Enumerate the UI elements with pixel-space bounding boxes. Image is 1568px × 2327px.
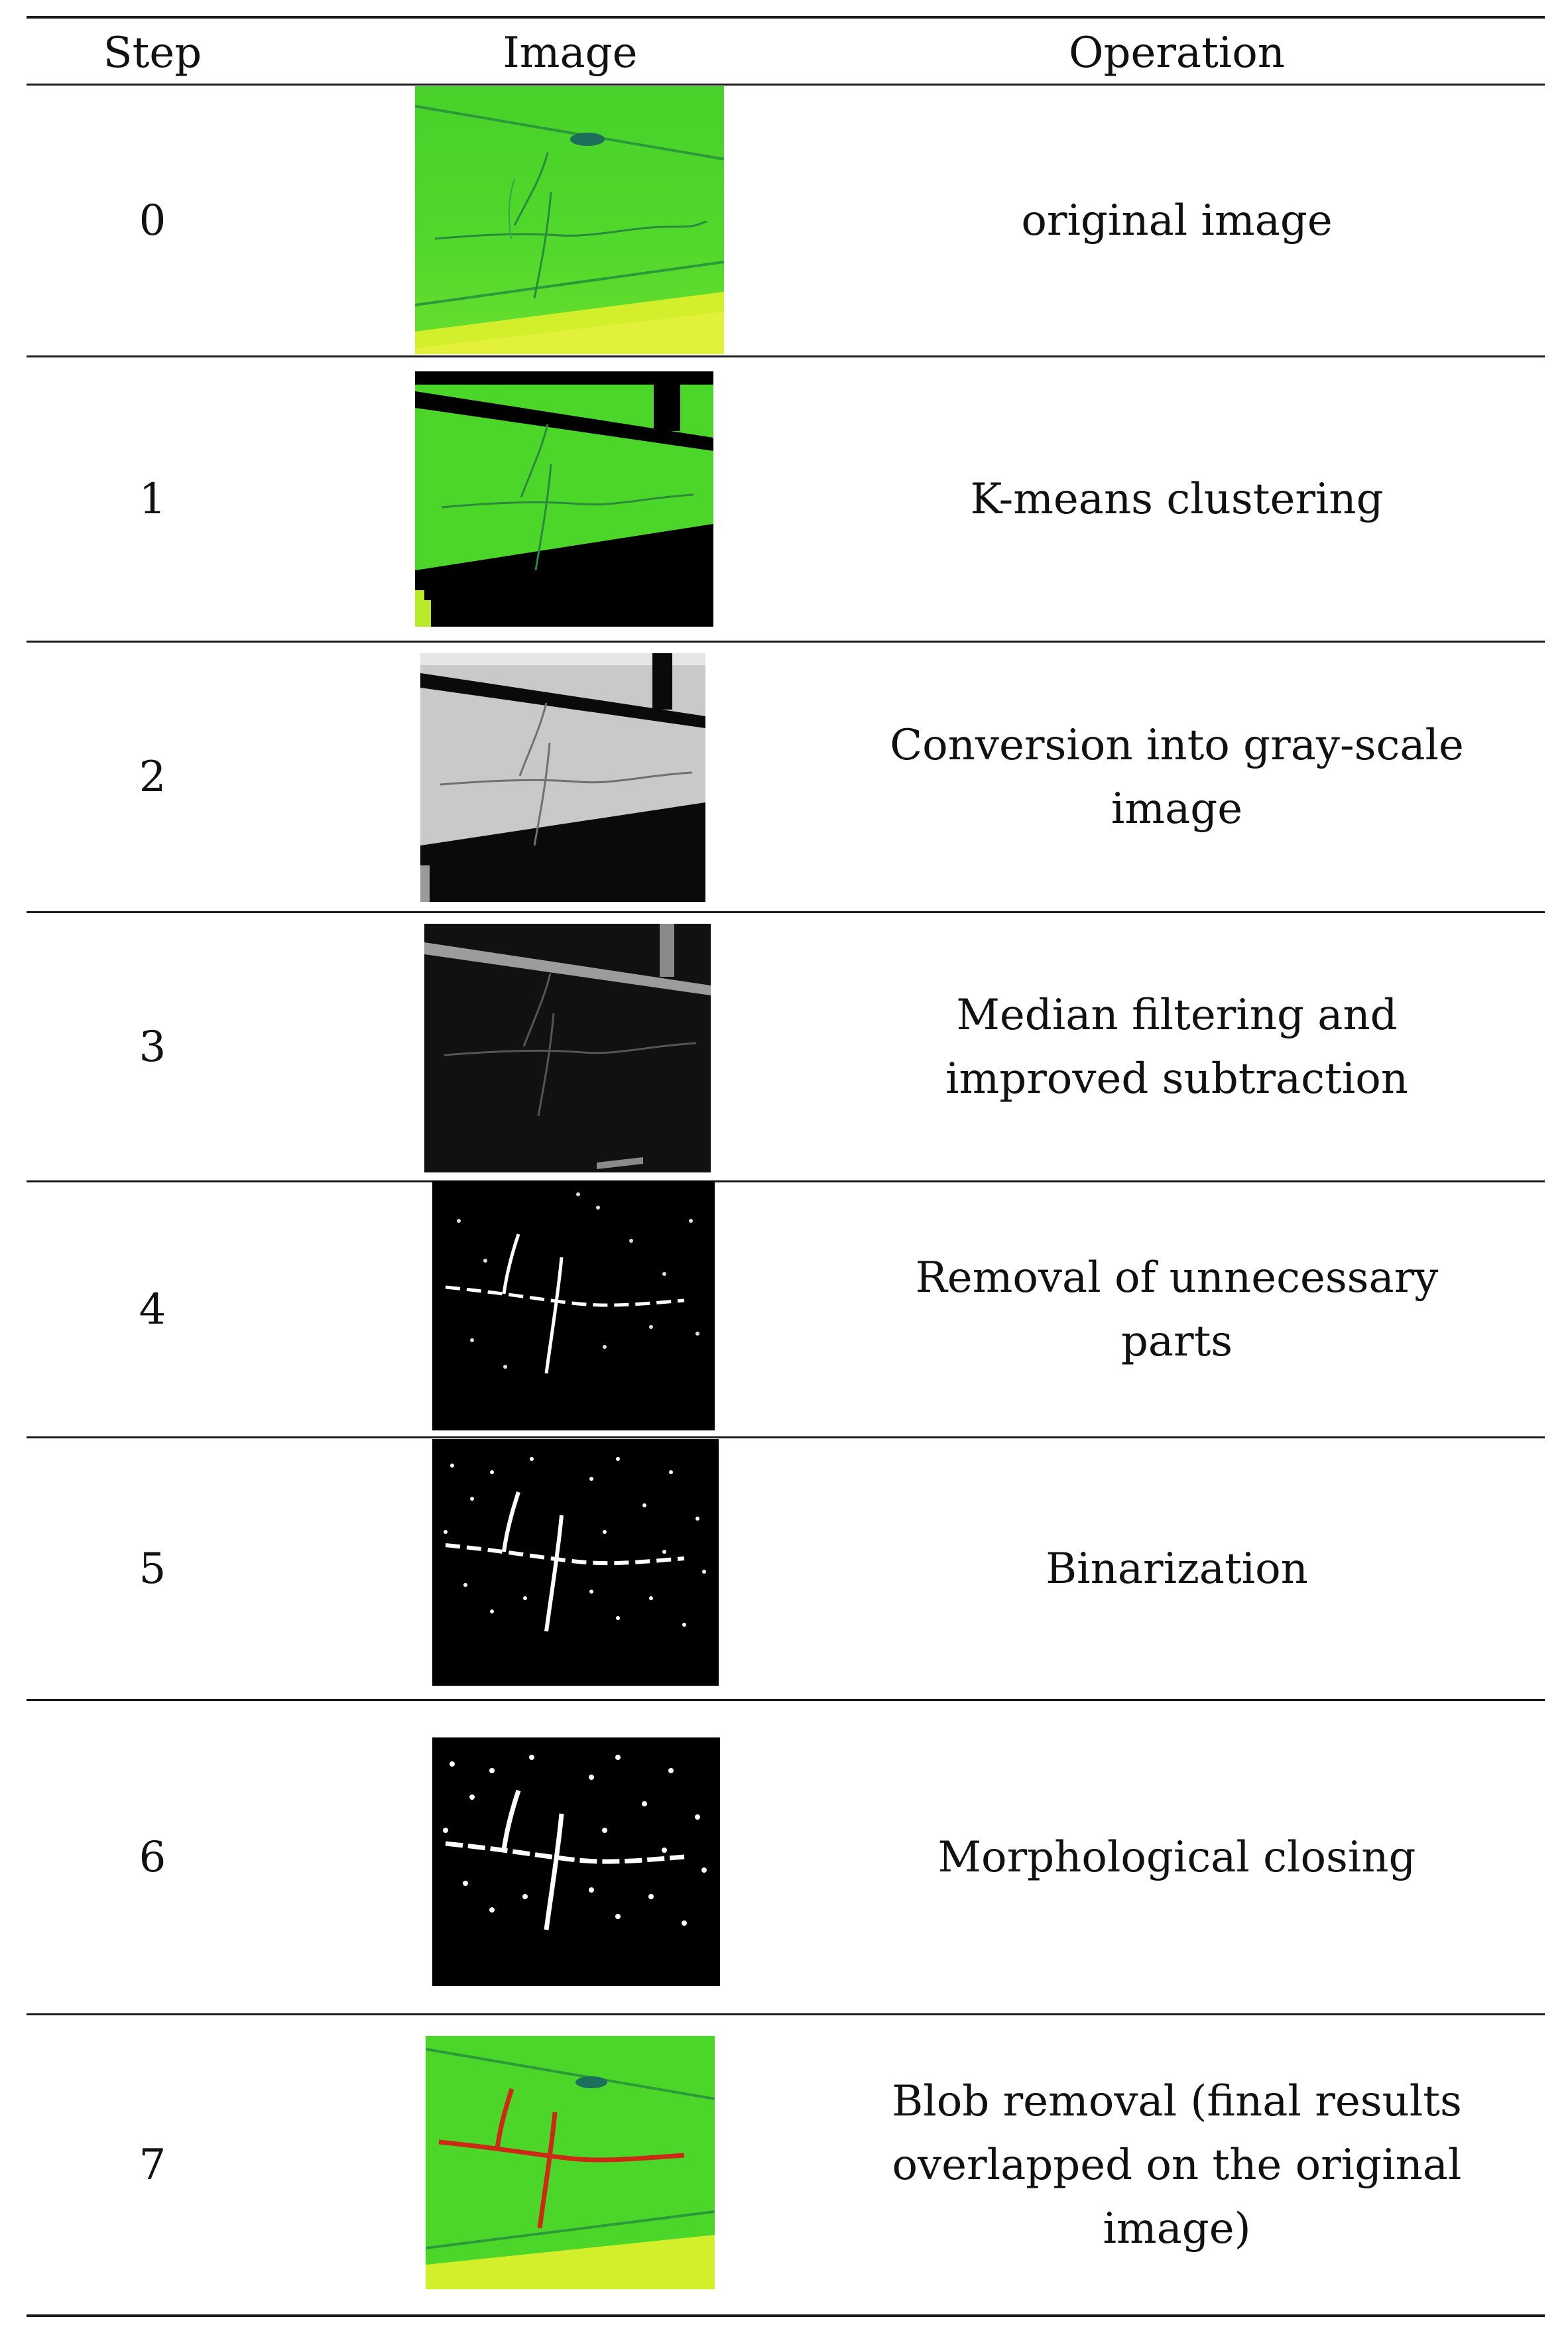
subtracted-image-thumbnail: [424, 924, 711, 1172]
operation-text: Removal of unnecessary parts: [809, 1182, 1545, 1436]
binarized-image-thumbnail: [432, 1439, 719, 1686]
step-number: 5: [139, 1544, 166, 1594]
header-operation: Operation: [1069, 29, 1285, 78]
operation-text: Morphological closing: [809, 1701, 1545, 2013]
operation-text: Blob removal (final results overlapped o…: [809, 2015, 1545, 2314]
operation-text: Binarization: [809, 1438, 1545, 1699]
operation-label: K-means clustering: [970, 474, 1384, 524]
step-number: 7: [139, 2140, 166, 2190]
overlay-result-image-thumbnail: [426, 2036, 715, 2289]
row-rule: [27, 1436, 1545, 1438]
header-image: Image: [503, 29, 638, 78]
operation-text: K-means clustering: [809, 357, 1545, 641]
header-rule: [27, 84, 1545, 86]
bottom-rule: [27, 2314, 1545, 2317]
step-number: 6: [139, 1832, 166, 1882]
operation-label: Morphological closing: [937, 1832, 1416, 1882]
row-rule: [27, 1699, 1545, 1701]
operation-label: Median filtering and improved subtractio…: [945, 990, 1408, 1103]
operation-text: Conversion into gray-scale image: [809, 643, 1545, 911]
row-rule: [27, 355, 1545, 357]
top-rule: [27, 16, 1545, 19]
header-step: Step: [103, 29, 202, 78]
row-rule: [27, 911, 1545, 913]
kmeans-image-thumbnail: [415, 371, 713, 627]
operation-text: Median filtering and improved subtractio…: [809, 913, 1545, 1180]
cleaned-binary-image-thumbnail: [432, 1181, 715, 1430]
step-number: 1: [139, 474, 166, 524]
operation-label: original image: [1021, 196, 1333, 245]
row-rule: [27, 641, 1545, 643]
operation-label: Binarization: [1046, 1544, 1308, 1594]
operation-label: Blob removal (final results overlapped o…: [892, 2076, 1462, 2253]
closed-image-thumbnail: [432, 1737, 720, 1986]
step-number: 0: [139, 196, 166, 245]
step-number: 4: [139, 1285, 166, 1334]
grayscale-image-thumbnail: [420, 653, 705, 902]
row-rule: [27, 2013, 1545, 2015]
operation-label: Conversion into gray-scale image: [890, 720, 1464, 834]
operation-text: original image: [809, 86, 1545, 355]
step-number: 3: [139, 1022, 166, 1072]
step-number: 2: [139, 752, 166, 802]
row-rule: [27, 1180, 1545, 1182]
operation-label: Removal of unnecessary parts: [915, 1253, 1439, 1366]
original-image-thumbnail: [415, 86, 724, 354]
